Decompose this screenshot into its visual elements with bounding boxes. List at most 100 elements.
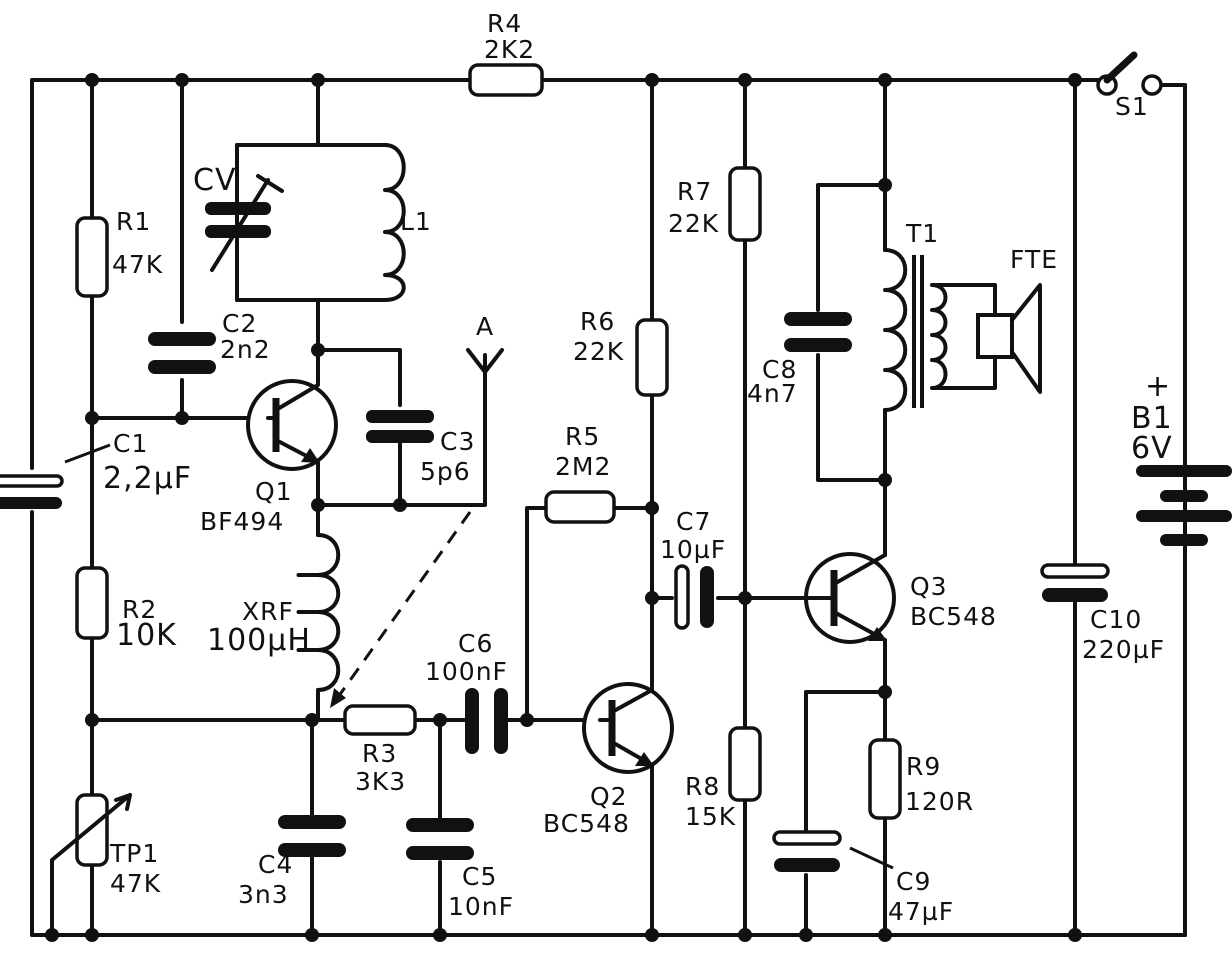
- label-t1-ref: T1: [905, 219, 939, 248]
- junction-dot: [645, 591, 659, 605]
- label-xrf-ref: XRF: [242, 597, 294, 626]
- junction-dot: [175, 73, 189, 87]
- capacitor-c10: [1040, 563, 1110, 602]
- junction-dot: [311, 343, 325, 357]
- junction-dot: [878, 685, 892, 699]
- junction-dot: [645, 928, 659, 942]
- variable-capacitor-cv: [205, 174, 284, 272]
- label-tp1-value: 47K: [110, 869, 161, 898]
- capacitor-c2: [148, 332, 216, 374]
- inductor-l1: [383, 143, 406, 302]
- label-c10-value: 220µF: [1082, 635, 1165, 664]
- label-r4-value: 2K2: [484, 35, 535, 64]
- resistor-r3: [343, 704, 417, 736]
- junction-dot: [85, 928, 99, 942]
- capacitor-c6: [465, 688, 508, 754]
- label-q2-value: BC548: [543, 809, 630, 838]
- junction-dot: [175, 411, 189, 425]
- label-c4-ref: C4: [258, 850, 293, 879]
- junction-dot: [645, 73, 659, 87]
- label-b1-value: 6V: [1131, 431, 1173, 466]
- label-q2-ref: Q2: [590, 782, 628, 811]
- labels: R4 2K2 R1 47K CV L1 C2 2n2 A C1 2,2µF C3…: [103, 9, 1173, 926]
- label-c3-value: 5p6: [420, 457, 471, 486]
- label-r3-value: 3K3: [355, 767, 406, 796]
- label-r5-value: 2M2: [555, 452, 611, 481]
- label-r4-ref: R4: [487, 9, 522, 38]
- junction-dot: [305, 713, 319, 727]
- label-c5-ref: C5: [462, 862, 497, 891]
- resistor-r5: [544, 490, 616, 524]
- antenna-a: [330, 348, 504, 708]
- label-c9-ref: C9: [896, 867, 931, 896]
- junction-dot: [878, 73, 892, 87]
- label-c4-value: 3n3: [238, 880, 289, 909]
- label-c5-value: 10nF: [448, 892, 514, 921]
- trimpot-tp1: [50, 793, 132, 937]
- label-c7-value: 10µF: [660, 535, 726, 564]
- label-r2-ref: R2: [122, 595, 157, 624]
- capacitor-c1: [0, 443, 111, 509]
- label-c1-ref: C1: [113, 429, 148, 458]
- switch-s1: [1091, 51, 1163, 96]
- battery-b1: [1136, 83, 1232, 937]
- label-q3-ref: Q3: [910, 572, 948, 601]
- junction-dot: [85, 73, 99, 87]
- capacitor-c3: [366, 410, 434, 443]
- junction-dot: [433, 928, 447, 942]
- label-r1-value: 47K: [112, 250, 163, 279]
- capacitor-c8: [784, 312, 852, 352]
- label-antenna-ref: A: [476, 312, 494, 341]
- label-c10-ref: C10: [1090, 605, 1142, 634]
- junction-dot: [1068, 928, 1082, 942]
- resistor-r8: [728, 726, 762, 802]
- label-r2-value: 10K: [116, 618, 177, 653]
- speaker-fte: [976, 283, 1042, 394]
- capacitor-c5: [406, 818, 474, 860]
- label-c1-value: 2,2µF: [103, 461, 192, 496]
- junction-dot: [1068, 73, 1082, 87]
- transistor-q3: [804, 552, 896, 644]
- junction-dot: [433, 713, 447, 727]
- junction-dot: [738, 73, 752, 87]
- capacitor-c9: [772, 830, 894, 872]
- label-fte-ref: FTE: [1010, 245, 1058, 274]
- label-r8-value: 15K: [685, 802, 736, 831]
- label-c2-ref: C2: [222, 309, 257, 338]
- junction-dot: [738, 591, 752, 605]
- resistor-r2: [75, 566, 109, 640]
- label-c8-ref: C8: [762, 355, 797, 384]
- junction-dot: [878, 928, 892, 942]
- label-c6-ref: C6: [458, 629, 493, 658]
- capacitor-c4: [278, 815, 346, 857]
- label-r6-ref: R6: [580, 307, 615, 336]
- junction-dot: [311, 73, 325, 87]
- label-r8-ref: R8: [685, 772, 720, 801]
- label-r7-ref: R7: [677, 177, 712, 206]
- junction-dot: [878, 178, 892, 192]
- label-c3-ref: C3: [440, 427, 475, 456]
- label-cv-ref: CV: [193, 163, 236, 198]
- label-b1-polarity: +: [1145, 369, 1171, 404]
- transistor-q2: [582, 682, 674, 774]
- label-c6-value: 100nF: [425, 657, 508, 686]
- label-r9-value: 120R: [905, 787, 974, 816]
- label-r5-ref: R5: [565, 422, 600, 451]
- label-r6-value: 22K: [573, 337, 624, 366]
- label-l1-ref: L1: [400, 207, 432, 236]
- label-r1-ref: R1: [116, 207, 151, 236]
- label-tp1-ref: TP1: [109, 839, 159, 868]
- junction-dot: [311, 498, 325, 512]
- label-q1-value: BF494: [200, 507, 284, 536]
- junction-dot: [393, 498, 407, 512]
- capacitor-c7: [674, 564, 714, 630]
- junction-dot: [85, 713, 99, 727]
- junction-dot: [85, 411, 99, 425]
- label-r7-value: 22K: [668, 209, 719, 238]
- label-c9-value: 47µF: [888, 897, 954, 926]
- junction-dot: [305, 928, 319, 942]
- label-xrf-value: 100µH: [207, 623, 311, 658]
- junction-dot: [645, 501, 659, 515]
- junction-dot: [520, 713, 534, 727]
